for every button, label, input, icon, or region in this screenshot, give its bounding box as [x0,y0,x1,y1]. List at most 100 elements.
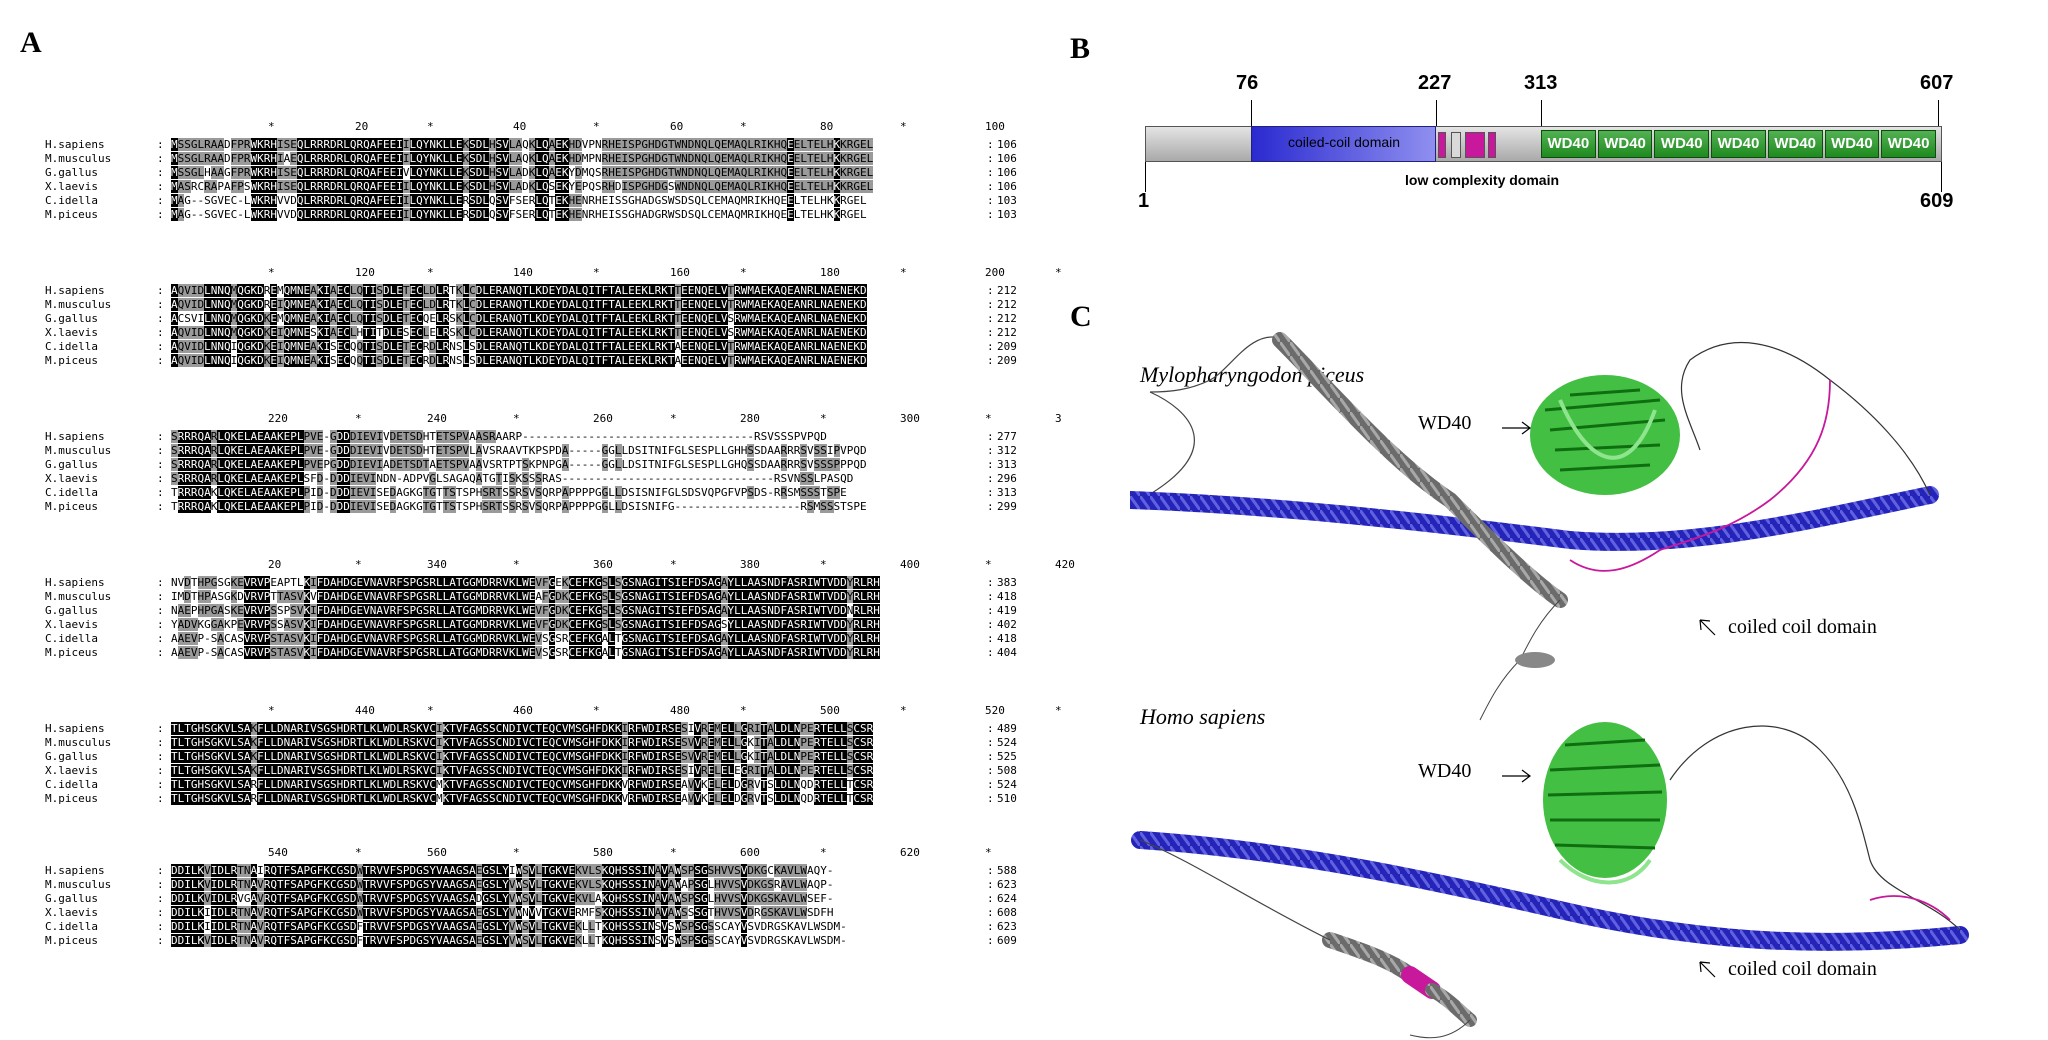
alignment-block: 540*560*580*600*620*H.sapiens:DDILKVIDLR… [45,846,1065,956]
separator: : [987,500,994,513]
residue-count: 106 [997,138,1017,151]
alignment-row: G.gallus:MSSGLHAAGFPRWKRHISEQLRRRDRLQRQA… [45,166,1065,180]
species-label: X.laevis [45,472,98,485]
sequence: SRRRQARLQKELAEAAKEPLPVE-GDDDIEVIVDETSDHT… [171,444,867,457]
separator: : [157,750,164,763]
sequence: TLTGHSGKVLSAKFLLDNARIVSGSHDRTLKLWDLRSKVC… [171,750,874,763]
residue-count: 209 [997,340,1017,353]
coiled-coil-label: coiled-coil domain [1288,134,1401,150]
ruler-mark: 420 [1055,558,1075,571]
loop-piceus-n [1139,391,1195,501]
separator: : [987,312,994,325]
residue-count: 312 [997,444,1017,457]
alignment-row: M.musculus:TLTGHSGKVLSAKFLLDNARIVSGSHDRT… [45,736,1065,750]
sequence: AAEVP-SACASVRVPSTASVKIFDAHDGEVNAVRFSPGSR… [171,646,880,659]
residue-count: 212 [997,284,1017,297]
alignment-row: X.laevis:SRRRQARLQKELAEAAKEPLSFD-DDDIEVI… [45,472,1065,486]
residue-count: 383 [997,576,1017,589]
species-label: C.idella [45,920,98,933]
ruler-mark: * [670,412,677,425]
species-label: M.piceus [45,934,98,947]
alignment-row: C.idella:DDILKIIDLRTNAVRQTFSAPGFKCGSDFTR… [45,920,1065,934]
separator: : [987,878,994,891]
species-label: H.sapiens [45,722,105,735]
alignment-row: G.gallus: TLTGHSGKVLSAKFLLDNARIVSGSHDRTLK… [45,750,1065,764]
alignment-row: M.piceus:MAG--SGVEC-LWKRHVVDQLRRRDRLQRQA… [45,208,1065,222]
alignment-row: H.sapiens:AQVIDLNNQMQGKDREMQMNEAKIAECLQT… [45,284,1065,298]
residue-count: 508 [997,764,1017,777]
residue-count: 277 [997,430,1017,443]
separator: : [157,778,164,791]
separator: : [987,934,994,947]
ruler-mark: 460 [513,704,533,717]
species-label: M.musculus [45,444,112,457]
residue-count: 212 [997,298,1017,311]
separator: : [987,298,994,311]
species-label: M.musculus [45,736,112,749]
position-76: 76 [1236,72,1259,94]
species-label: G.gallus [45,166,98,179]
separator: : [987,194,994,207]
coiled-coil-helix-sapiens [1131,831,1969,951]
ruler-mark: 280 [740,412,760,425]
separator: : [157,138,164,151]
species-label: G.gallus [45,458,98,471]
ruler-mark: 40 [513,120,527,133]
position-ruler: 220*240*260*280*300*3 [45,412,1065,428]
alignment-row: G.gallus:DDILKVIDLRVGAVRQTFSAPGFKCGSDWTR… [45,892,1065,906]
ruler-mark: 440 [355,704,375,717]
separator: : [987,920,994,933]
separator: : [987,576,994,589]
separator: : [157,618,164,631]
alignment-row: C.idella:TLTGHSGKVLSARFLLDNARIVSGSHDRTLK… [45,778,1065,792]
wd40-repeat: WD40 [1881,130,1936,158]
position-607: 607 [1920,72,1954,94]
species-label: G.gallus [45,750,98,763]
alignment-row: C.idella:AAEVP-SACASVRVPSTASVKIFDAHDGEVN… [45,632,1065,646]
ruler-mark: * [740,266,747,279]
ruler-mark: * [268,120,275,133]
ruler-mark: 200 [985,266,1005,279]
separator: : [157,722,164,735]
alignment-row: X.laevis:MASRCRAPAFPSWKRHISEQLRRRDRLQRQA… [45,180,1065,194]
ruler-mark: 380 [740,558,760,571]
separator: : [157,632,164,645]
ruler-mark: * [427,704,434,717]
alignment-row: X.laevis:TLTGHSGKVLSAKFLLDNARIVSGSHDRTLK… [45,764,1065,778]
species-label: H.sapiens [45,576,105,589]
separator: : [157,864,164,877]
separator: : [987,864,994,877]
sequence: SRRRQARLQKELAEAAKEPLPVE-GDDDIEVIVDETSDHT… [171,430,827,443]
sequence: TLTGHSGKVLSARFLLDNARIVSGSHDRTLKLWDLRSKVC… [171,792,874,805]
sequence: MAG--SGVEC-LWKRHVVDQLRRRDRLQRQAFEEIILQYN… [171,194,867,207]
species-label: M.musculus [45,878,112,891]
wd40-repeat: WD40 [1597,130,1653,158]
residue-count: 296 [997,472,1017,485]
species-label: G.gallus [45,892,98,905]
separator: : [157,576,164,589]
residue-count: 313 [997,486,1017,499]
ruler-mark: * [985,412,992,425]
separator: : [987,208,994,221]
ruler-mark: * [985,558,992,571]
species-label: C.idella [45,778,98,791]
residue-count: 106 [997,180,1017,193]
coiled-coil-domain [1251,126,1436,162]
sequence: DDILKIIDLRTNAVRQTFSAPGFKCGSDWTRVVFSPDGSY… [171,906,834,919]
separator: : [157,298,164,311]
alignment-row: M.musculus: AQVIDLNNQMQGKDREIQMNEAKIAECLQ… [45,298,1065,312]
species-label: H.sapiens [45,864,105,877]
species-label: X.laevis [45,618,98,631]
species-label: M.musculus [45,152,112,165]
residue-count: 489 [997,722,1017,735]
wd40-propeller-piceus [1530,375,1680,495]
ruler-mark: * [513,558,520,571]
ruler-mark: 400 [900,558,920,571]
residue-count: 510 [997,792,1017,805]
ruler-mark: 180 [820,266,840,279]
species-label: M.musculus [45,298,112,311]
sequence: AQVIDLNNQMQGKDREIQMNEAKIAECLQTISDLETECLD… [171,298,867,311]
sequence: AQVIDLNNQMQGKDREMQMNEAKIAECLQTISDLETECLD… [171,284,867,297]
sequence: TRRRQAKLQKELAEAAKEPLPID-DDDIEVISEDAGKGTG… [171,500,867,513]
ruler-mark: 260 [593,412,613,425]
